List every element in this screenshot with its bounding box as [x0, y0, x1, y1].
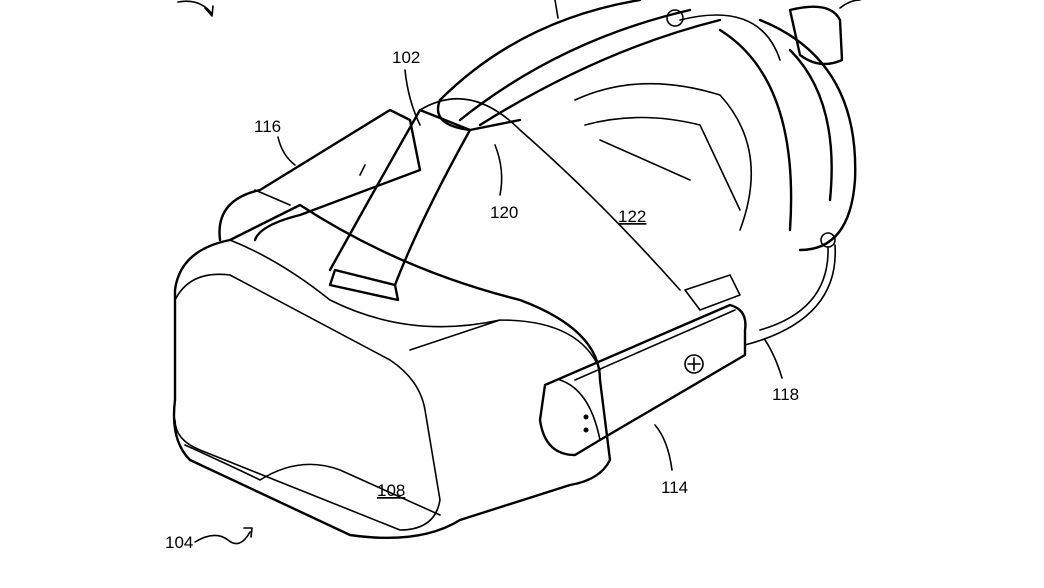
label-108: 108 [377, 481, 405, 500]
top-strap [436, 0, 722, 132]
leader-104 [194, 527, 253, 545]
left-arm [218, 108, 422, 242]
face-gasket [184, 444, 441, 516]
head-strap-edge [419, 97, 681, 291]
label-122: 122 [618, 207, 646, 226]
label-118: 118 [772, 385, 799, 404]
adjust-knob-icon [684, 354, 704, 374]
strap-ring [666, 9, 684, 27]
side-arm [538, 303, 747, 457]
leader-114 [654, 424, 673, 471]
label-102: 102 [392, 48, 420, 67]
rear-cradle-inner [574, 82, 753, 231]
arrow-top-left [177, 0, 214, 17]
top-strap-lead [554, 0, 559, 19]
leader-118 [764, 339, 783, 379]
front-face [174, 273, 441, 531]
port-dot [583, 427, 589, 433]
label-120: 120 [490, 203, 518, 222]
label-116: 116 [254, 117, 281, 136]
port-dot [583, 414, 589, 420]
rear-dial-lead [839, 0, 861, 9]
front-housing [172, 203, 612, 540]
leader-102 [404, 69, 421, 126]
leader-120 [494, 144, 503, 196]
label-114: 114 [661, 478, 688, 497]
leader-116 [277, 136, 296, 166]
head-strap [328, 108, 472, 302]
rear-dial [788, 5, 844, 66]
rear-cradle [718, 18, 857, 252]
cable [679, 14, 836, 346]
label-104: 104 [165, 533, 193, 552]
